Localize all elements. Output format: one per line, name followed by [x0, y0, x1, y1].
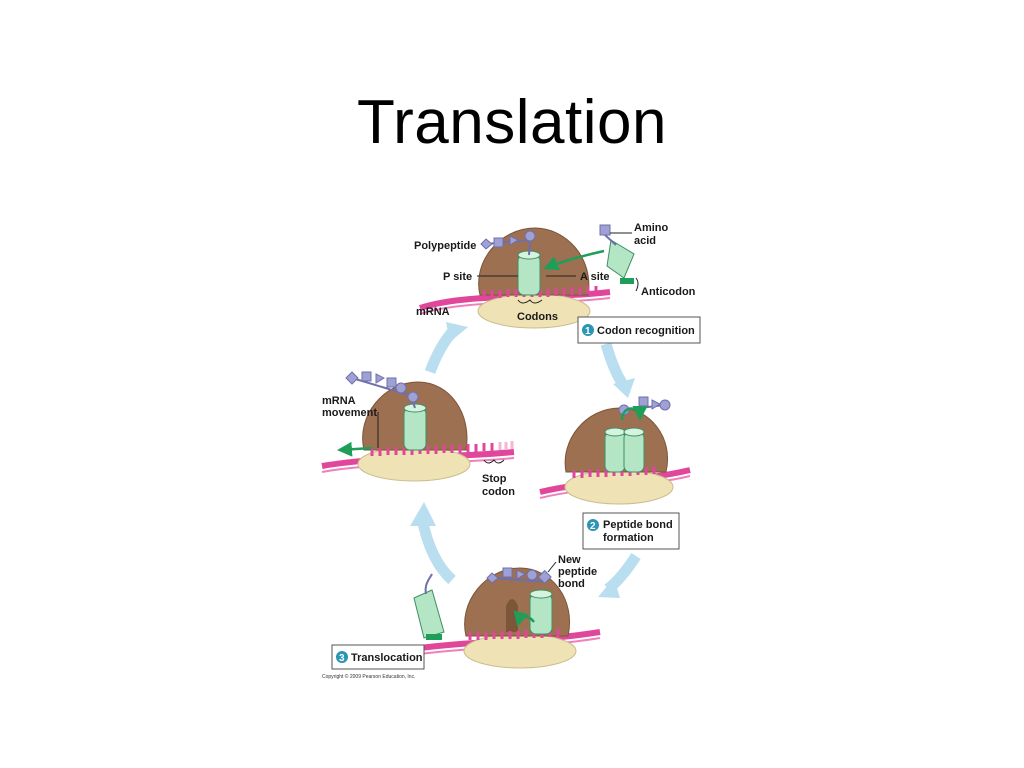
trna-a-site: [623, 431, 645, 473]
step-box-2: 2 Peptide bond formation: [582, 512, 680, 550]
ribosome-top: Polypeptide P site A site Amino acid Ant…: [414, 222, 701, 344]
label-stop-codon-2: codon: [482, 486, 515, 498]
label-new-peptide-bond-2: peptide: [558, 566, 597, 578]
trna-a-site: [529, 593, 553, 635]
step-1-number: 1: [585, 326, 591, 337]
step-3-number: 3: [339, 653, 345, 664]
polypeptide-chain: [480, 230, 536, 256]
step-box-1: 1 Codon recognition: [577, 316, 701, 344]
arrow-trna-entry: [543, 249, 605, 271]
polypeptide-chain: [345, 371, 419, 409]
codon-ticks: [468, 629, 560, 640]
label-a-site: A site: [580, 271, 610, 283]
released-trna: [413, 573, 445, 640]
trna-p-site: [604, 431, 626, 473]
label-polypeptide: Polypeptide: [414, 240, 476, 252]
label-codons: Codons: [517, 311, 558, 323]
label-new-peptide-bond-3: bond: [558, 578, 585, 590]
incoming-trna: [599, 224, 635, 284]
step-3-label: Translocation: [351, 652, 423, 664]
label-new-peptide-bond: New: [558, 554, 581, 566]
step-box-3: 3 Translocation: [331, 644, 425, 670]
label-mrna-movement: mRNA: [322, 395, 356, 407]
cycle-arrow-bottom-left: [416, 516, 456, 585]
step-2-label-line1: Peptide bond: [603, 519, 673, 531]
label-p-site: P site: [443, 271, 472, 283]
step-2-label-line2: formation: [603, 532, 654, 544]
label-amino-acid-2: acid: [634, 235, 656, 247]
trna-p-site: [517, 254, 541, 296]
ribosome-left: mRNA movement Stop codon: [321, 371, 515, 498]
polypeptide-chain: [618, 396, 671, 416]
label-stop-codon: Stop: [482, 473, 507, 485]
mrna-movement-arrow: [337, 441, 373, 457]
step-1-label: Codon recognition: [597, 325, 695, 337]
codon-ticks: [370, 443, 494, 456]
slide-title: Translation: [357, 88, 667, 157]
trna-p-site: [403, 407, 427, 451]
cycle-arrows: [410, 322, 641, 598]
step-2-number: 2: [590, 521, 596, 532]
cycle-arrow-top-right: [600, 342, 629, 390]
ribosome-right: 2 Peptide bond formation: [539, 396, 691, 550]
label-mrna-movement-2: movement: [322, 407, 377, 419]
label-amino-acid: Amino: [634, 222, 669, 234]
copyright-text: Copyright © 2009 Pearson Education, Inc.: [322, 673, 415, 680]
polypeptide-chain: [486, 567, 552, 585]
label-anticodon: Anticodon: [641, 286, 696, 298]
ribosome-bottom: New peptide bond 3 Translocation Copyrig…: [322, 554, 601, 680]
label-mrna: mRNA: [416, 306, 450, 318]
small-subunit: [463, 633, 577, 669]
